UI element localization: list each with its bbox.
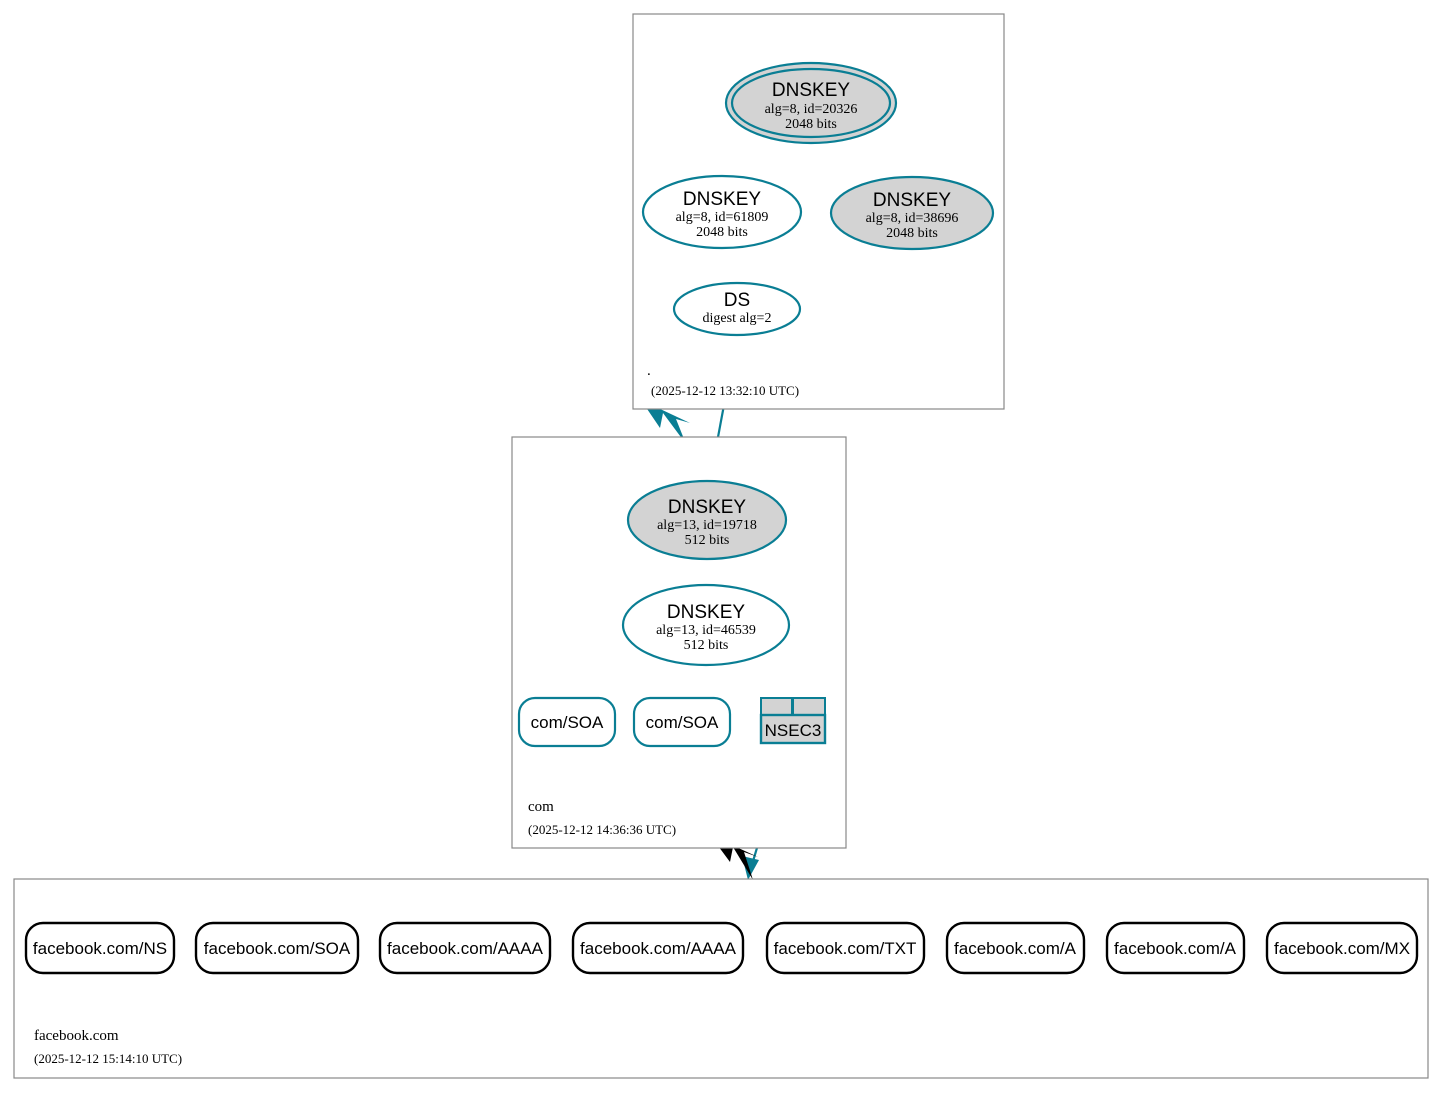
zone-label-com-name: com xyxy=(528,799,554,815)
rrset-facebook-ns-label: facebook.com/NS xyxy=(33,939,167,958)
node-rrset-facebook-mx[interactable]: facebook.com/MX xyxy=(1265,921,1419,975)
rrset-facebook-ns-shape xyxy=(24,921,176,975)
ds-com-title: DS xyxy=(724,290,750,311)
dnskey-root-38696-keyinfo: alg=8, id=38696 xyxy=(866,211,959,226)
nsec3-header-cell-1 xyxy=(760,697,793,716)
zone-label-facebook-timestamp: (2025-12-12 15:14:10 UTC) xyxy=(34,1051,182,1066)
rrset-facebook-txt-shape xyxy=(765,921,926,975)
node-rrset-facebook-aaaa-2[interactable]: facebook.com/AAAA xyxy=(571,921,745,975)
dnskey-root-20326-inner-ellipse xyxy=(730,67,892,139)
rrset-facebook-mx-label: facebook.com/MX xyxy=(1274,939,1410,958)
rrset-facebook-a-2-label: facebook.com/A xyxy=(1114,939,1237,958)
delegation-arrow-root-to-com xyxy=(641,400,690,444)
dnskey-root-20326-title: DNSKEY xyxy=(772,80,850,101)
rrset-facebook-a-2-shape xyxy=(1105,921,1246,975)
nsec3-label: NSEC3 xyxy=(765,721,822,740)
dnskey-com-46539-title: DNSKEY xyxy=(667,602,745,623)
ds-com-digest: digest alg=2 xyxy=(703,311,772,326)
rrset-facebook-txt-label: facebook.com/TXT xyxy=(774,939,917,958)
node-rrset-com-soa-2[interactable]: com/SOA xyxy=(632,696,732,748)
rrset-com-soa-2-shape xyxy=(632,696,732,748)
rrset-facebook-soa-shape xyxy=(194,921,360,975)
dnskey-root-61809-keyinfo: alg=8, id=61809 xyxy=(676,210,769,225)
node-rrset-facebook-aaaa-1[interactable]: facebook.com/AAAA xyxy=(378,921,552,975)
node-rrset-facebook-soa[interactable]: facebook.com/SOA xyxy=(194,921,360,975)
dnskey-root-20326-keysize: 2048 bits xyxy=(785,117,837,132)
node-dnskey-com-19718[interactable]: DNSKEY alg=13, id=19718 512 bits xyxy=(626,479,788,561)
zone-label-root-timestamp: (2025-12-12 13:32:10 UTC) xyxy=(651,383,799,398)
node-dnskey-root-38696[interactable]: DNSKEY alg=8, id=38696 2048 bits xyxy=(829,175,995,251)
dnskey-root-61809-ellipse xyxy=(641,174,803,250)
rrset-facebook-soa-label: facebook.com/SOA xyxy=(204,939,351,958)
rrset-facebook-aaaa-2-shape xyxy=(571,921,745,975)
dnskey-root-38696-keysize: 2048 bits xyxy=(886,226,938,241)
zone-label-com-timestamp: (2025-12-12 14:36:36 UTC) xyxy=(528,822,676,837)
dnskey-com-46539-keyinfo: alg=13, id=46539 xyxy=(656,623,756,638)
nsec3-header-cell-2 xyxy=(792,697,826,716)
rrset-facebook-aaaa-2-label: facebook.com/AAAA xyxy=(580,939,737,958)
dnskey-root-38696-ellipse xyxy=(829,175,995,251)
node-nsec3-com[interactable]: NSEC3 xyxy=(759,697,827,745)
node-dnskey-com-46539[interactable]: DNSKEY alg=13, id=46539 512 bits xyxy=(621,583,791,667)
rrset-com-soa-2-label: com/SOA xyxy=(646,713,719,732)
rrset-facebook-mx-shape xyxy=(1265,921,1419,975)
dnskey-root-61809-keysize: 2048 bits xyxy=(696,225,748,240)
node-rrset-com-soa-1[interactable]: com/SOA xyxy=(517,696,617,748)
zone-box-facebook xyxy=(13,878,1429,1079)
node-rrset-facebook-a-2[interactable]: facebook.com/A xyxy=(1105,921,1246,975)
zone-label-facebook-name: facebook.com xyxy=(34,1028,119,1044)
dnskey-com-46539-keysize: 512 bits xyxy=(684,638,729,653)
dnskey-root-20326-keyinfo: alg=8, id=20326 xyxy=(765,102,858,117)
rrset-facebook-aaaa-1-label: facebook.com/AAAA xyxy=(387,939,544,958)
dnskey-com-19718-ellipse xyxy=(626,479,788,561)
dnskey-com-19718-keyinfo: alg=13, id=19718 xyxy=(657,518,757,533)
rrset-com-soa-1-shape xyxy=(517,696,617,748)
node-rrset-facebook-ns[interactable]: facebook.com/NS xyxy=(24,921,176,975)
ds-com-ellipse xyxy=(672,281,802,337)
dnskey-root-61809-title: DNSKEY xyxy=(683,189,761,210)
nsec3-body-cell xyxy=(759,713,827,745)
rrset-com-soa-1-label: com/SOA xyxy=(531,713,604,732)
zone-label-root-name: . xyxy=(647,363,651,379)
node-dnskey-root-61809[interactable]: DNSKEY alg=8, id=61809 2048 bits xyxy=(641,174,803,250)
rrset-facebook-a-1-shape xyxy=(945,921,1086,975)
rrset-facebook-aaaa-1-shape xyxy=(378,921,552,975)
node-dnskey-root-20326[interactable]: DNSKEY alg=8, id=20326 2048 bits xyxy=(724,61,898,145)
node-rrset-facebook-txt[interactable]: facebook.com/TXT xyxy=(765,921,926,975)
dnskey-com-19718-keysize: 512 bits xyxy=(685,533,730,548)
node-rrset-facebook-a-1[interactable]: facebook.com/A xyxy=(945,921,1086,975)
dnskey-root-38696-title: DNSKEY xyxy=(873,190,951,211)
dnskey-com-19718-title: DNSKEY xyxy=(668,497,746,518)
node-ds-com[interactable]: DS digest alg=2 xyxy=(672,281,802,337)
rrset-facebook-a-1-label: facebook.com/A xyxy=(954,939,1077,958)
dnskey-com-46539-ellipse xyxy=(621,583,791,667)
